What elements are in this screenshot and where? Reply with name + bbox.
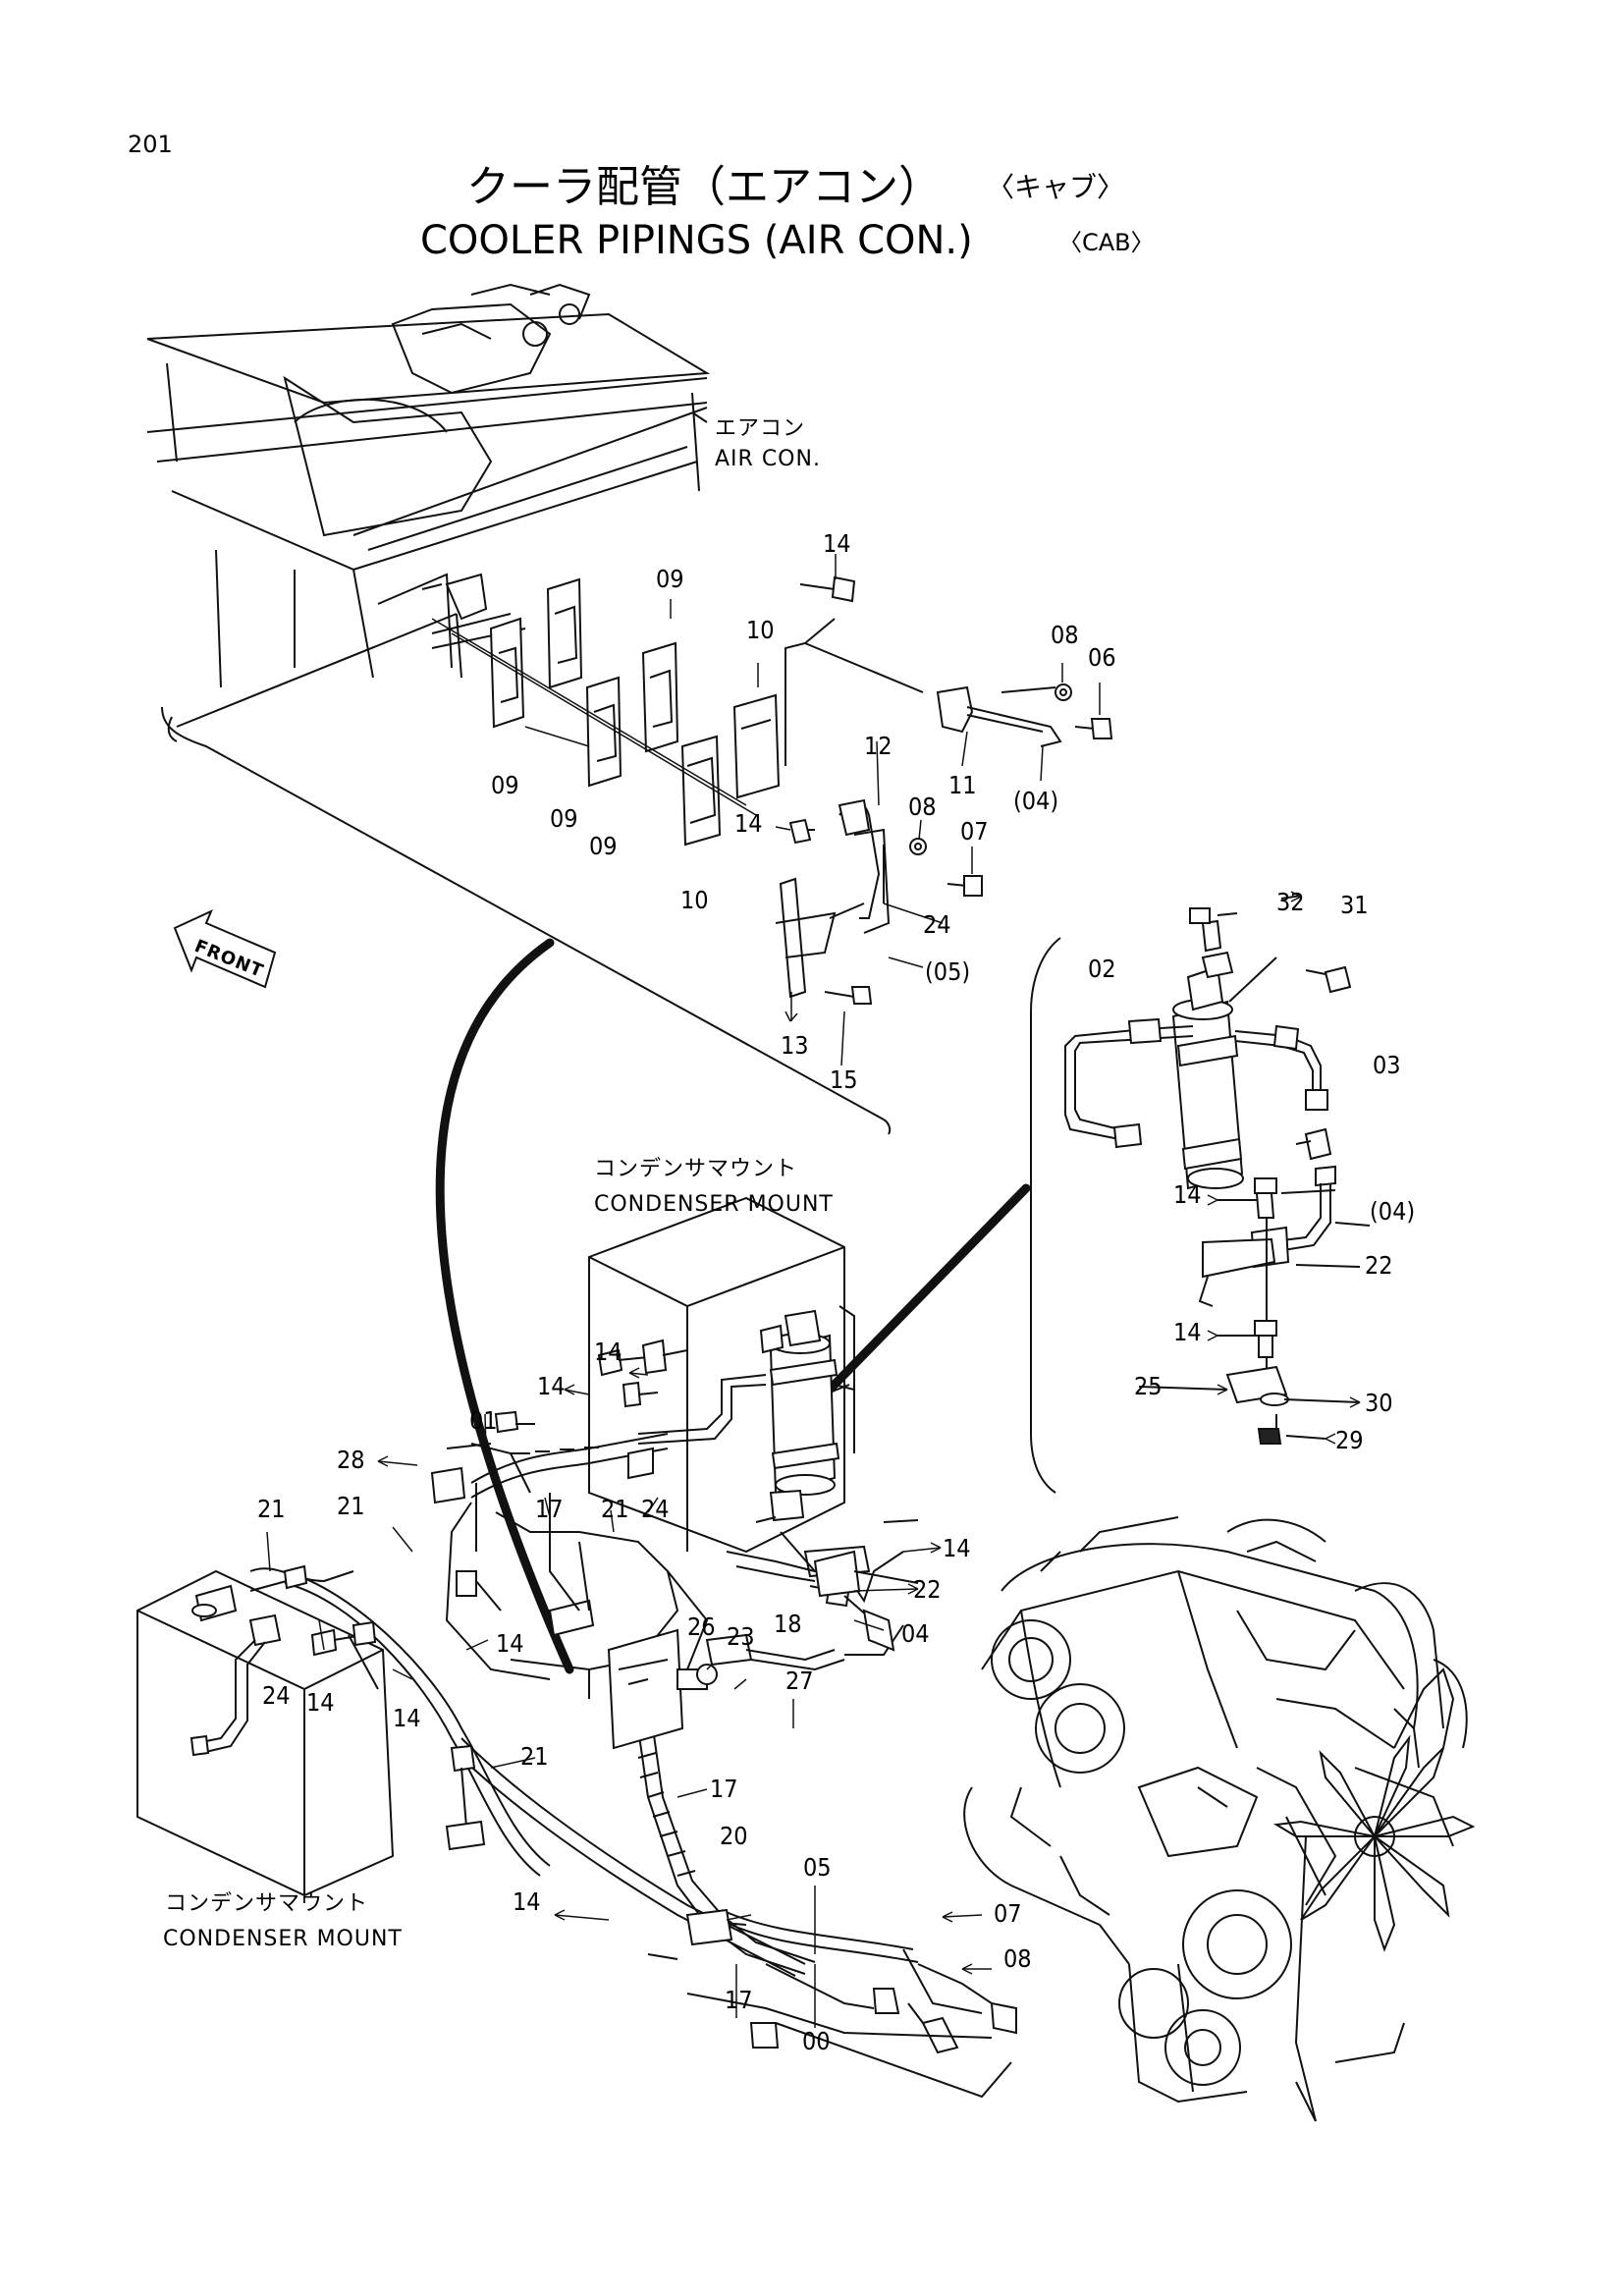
detail-frame-right [1030,937,1061,1494]
callout: 03 [1373,1051,1401,1079]
aircon-label-en: AIR CON. [715,447,821,471]
callout: 14 [393,1704,421,1732]
callout: 28 [337,1446,365,1474]
callout: 29 [1335,1426,1364,1454]
callout: 17 [710,1775,738,1803]
callout: 06 [1088,643,1116,672]
callout-arrowheads [377,891,1361,1975]
callout: 26 [687,1613,716,1641]
hoses-and-pipes [249,1339,1017,2099]
title-japanese: クーラ配管（エアコン） [466,162,942,212]
callout: 08 [1003,1944,1032,1973]
front-arrow: FRONT [173,909,277,989]
callout: 30 [1365,1389,1393,1417]
callout: 14 [1173,1318,1202,1346]
condenser-mount-center [588,1196,855,1554]
callout: 09 [550,804,578,833]
condenser-left-label-en: CONDENSER MOUNT [163,1927,403,1951]
callout: 25 [1134,1372,1163,1400]
callout: 14 [594,1338,622,1366]
aircon-unit-drawing [146,283,711,742]
engine-drawing [963,1516,1476,2122]
callout: 23 [727,1622,755,1651]
section-labels: エアコン AIR CON. コンデンサマウント CONDENSER MOUNT … [163,416,834,1951]
callout: 18 [774,1610,802,1638]
callout: 21 [601,1495,629,1523]
callout: 00 [802,2027,831,2055]
detail-frame-top [161,706,892,1135]
callout: 17 [535,1495,564,1523]
condenser-top-label-en: CONDENSER MOUNT [594,1192,834,1217]
callout: 08 [1051,621,1079,649]
callout: 09 [589,832,618,860]
aircon-label-jp: エアコン [715,416,805,441]
callout: 04 [901,1619,930,1648]
callout: 24 [923,910,951,939]
callout: 14 [513,1887,541,1916]
callout: (04) [1013,787,1058,815]
callout: 20 [720,1822,748,1850]
callout: 15 [830,1066,858,1094]
title-english: COOLER PIPINGS (AIR CON.) [420,218,973,263]
callout: 14 [943,1534,971,1562]
callout: 05 [803,1853,832,1882]
callout: 17 [725,1986,753,2014]
callout: 24 [641,1495,670,1523]
callout: 12 [864,732,893,760]
title-japanese-suffix: 〈キャブ〉 [987,171,1124,203]
callout: 31 [1340,891,1369,919]
callout: 14 [1173,1180,1202,1209]
callout: 02 [1088,955,1116,983]
callout: 10 [680,886,709,914]
condenser-mount-left [136,1564,486,1897]
callout: 07 [960,817,989,846]
callout: 10 [746,616,775,644]
condenser-left-label-jp: コンデンサマウント [165,1891,368,1916]
gaskets-and-plates [431,577,781,847]
leader-curve-left [435,938,574,1674]
callout: 22 [1365,1251,1393,1280]
callout: 27 [785,1667,814,1695]
callout: 14 [823,529,851,558]
callout: 07 [994,1899,1022,1928]
callout: 14 [496,1629,524,1658]
callout: 14 [537,1372,566,1400]
page-number: 201 [128,131,173,158]
callout: 14 [306,1688,335,1717]
callout: (04) [1370,1197,1415,1226]
callout: 14 [734,809,763,838]
callout: 09 [656,565,684,593]
callout: 01 [469,1406,498,1435]
callout: 09 [491,771,519,799]
callout: 21 [257,1495,286,1523]
callout: 13 [781,1031,809,1060]
callout: 08 [908,793,937,821]
callout: 21 [520,1742,549,1771]
condenser-top-label-jp: コンデンサマウント [594,1157,797,1181]
callout-leaders [266,554,1101,2028]
title-english-suffix: 〈CAB〉 [1058,229,1155,256]
callout: 24 [262,1681,291,1710]
callout: (05) [925,957,970,986]
callout: 32 [1276,888,1305,916]
part-callouts: 14 08 06 09 10 09 09 09 09 10 11 (04) 12… [257,529,1415,2055]
fittings-top [775,575,1113,1005]
leader-curve-right [820,1183,1031,1399]
callout: 21 [337,1492,365,1520]
receiver-drier-detail [1064,895,1371,1445]
callout: 11 [948,771,977,799]
